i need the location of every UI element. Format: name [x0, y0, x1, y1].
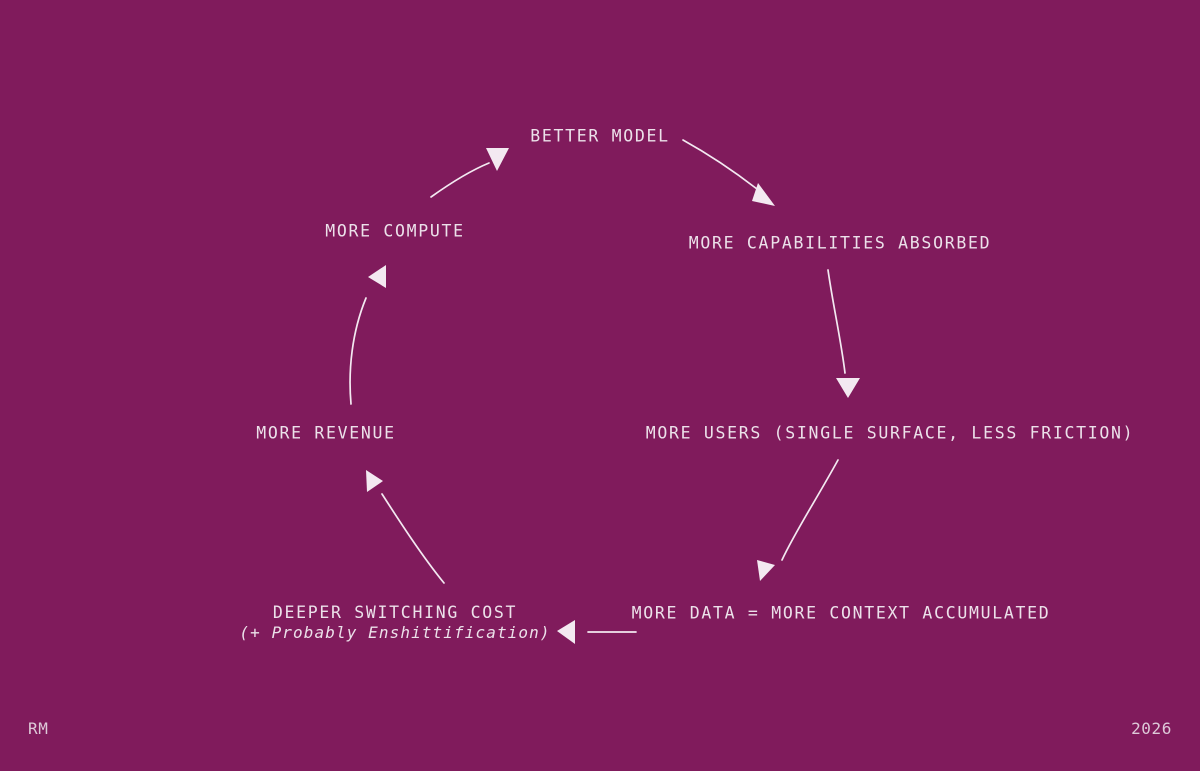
edge-revenue-to-compute [349, 265, 386, 405]
node-label: MORE USERS (SINGLE SURFACE, LESS FRICTIO… [645, 423, 1135, 443]
credit-initials: RM [28, 719, 49, 738]
node-label: DEEPER SWITCHING COST [272, 602, 518, 622]
node-label: MORE CAPABILITIES ABSORBED [688, 233, 992, 253]
credit-year: 2026 [1131, 719, 1172, 738]
edge-users-to-data [757, 459, 839, 581]
node-more-data[interactable]: MORE DATA = MORE CONTEXT ACCUMULATED [632, 602, 1051, 623]
node-deeper-switching-cost[interactable]: DEEPER SWITCHING COST (+ Probably Enshit… [239, 602, 550, 644]
node-more-capabilities-absorbed[interactable]: MORE CAPABILITIES ABSORBED [689, 232, 991, 253]
edge-switching-cost-to-revenue [366, 470, 445, 584]
node-more-compute[interactable]: MORE COMPUTE [325, 220, 465, 241]
edge-compute-to-better-model [430, 148, 509, 198]
node-label: MORE COMPUTE [325, 221, 465, 241]
node-label: MORE DATA = MORE CONTEXT ACCUMULATED [631, 603, 1051, 623]
node-more-revenue[interactable]: MORE REVENUE [256, 422, 396, 443]
node-label: MORE REVENUE [256, 423, 396, 443]
edge-better-model-to-capabilities [682, 139, 775, 206]
node-more-users[interactable]: MORE USERS (SINGLE SURFACE, LESS FRICTIO… [646, 422, 1135, 443]
edge-data-to-switching-cost [557, 620, 637, 644]
node-sublabel: (+ Probably Enshittification) [239, 623, 551, 643]
edge-capabilities-to-users [827, 269, 860, 398]
node-label: BETTER MODEL [530, 126, 670, 146]
node-better-model[interactable]: BETTER MODEL [530, 125, 670, 146]
